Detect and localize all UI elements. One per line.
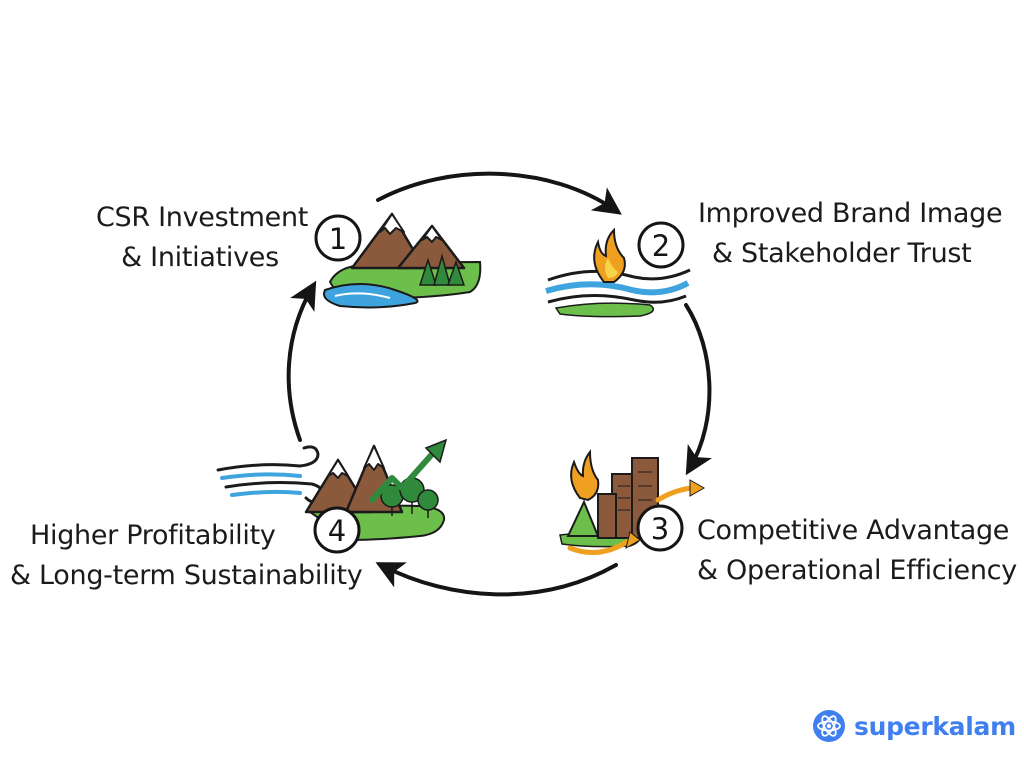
step-badge-4: 4 [313,506,361,554]
atom-icon [813,710,845,742]
arrow-2-to-3 [684,303,712,476]
step-4-line-1: Higher Profitability [30,520,276,551]
step-4-line-2: & Long-term Sustainability [10,560,363,591]
arrow-4-to-1 [286,280,317,442]
step-badge-3: 3 [636,504,684,552]
step-label-1: CSR Investment & Initiatives [96,198,309,278]
step-badge-2: 2 [637,221,685,269]
step-1-line-1: CSR Investment [96,202,309,233]
step-label-2: Improved Brand Image & Stakeholder Trust [698,194,1003,274]
step-3-line-2: & Operational Efficiency [697,555,1017,586]
arrow-3-to-4 [375,562,618,597]
brand-logo: superkalam [812,706,1016,746]
step-number-1: 1 [329,222,347,256]
brand-name: superkalam [854,711,1016,741]
flame-waves-icon [545,227,691,318]
step-3-line-1: Competitive Advantage [697,515,1010,546]
factory-growth-icon [559,449,706,555]
step-2-line-1: Improved Brand Image [698,198,1003,229]
step-number-4: 4 [328,514,346,548]
arrow-1-to-2 [376,171,622,215]
step-number-2: 2 [652,229,670,263]
step-badge-1: 1 [314,214,362,262]
step-1-line-2: & Initiatives [121,242,279,273]
step-number-3: 3 [651,512,669,546]
step-label-4: Higher Profitability & Long-term Sustain… [10,516,363,596]
step-label-3: Competitive Advantage & Operational Effi… [697,511,1017,591]
mountain-river-icon [323,212,482,309]
step-2-line-2: & Stakeholder Trust [712,238,972,269]
